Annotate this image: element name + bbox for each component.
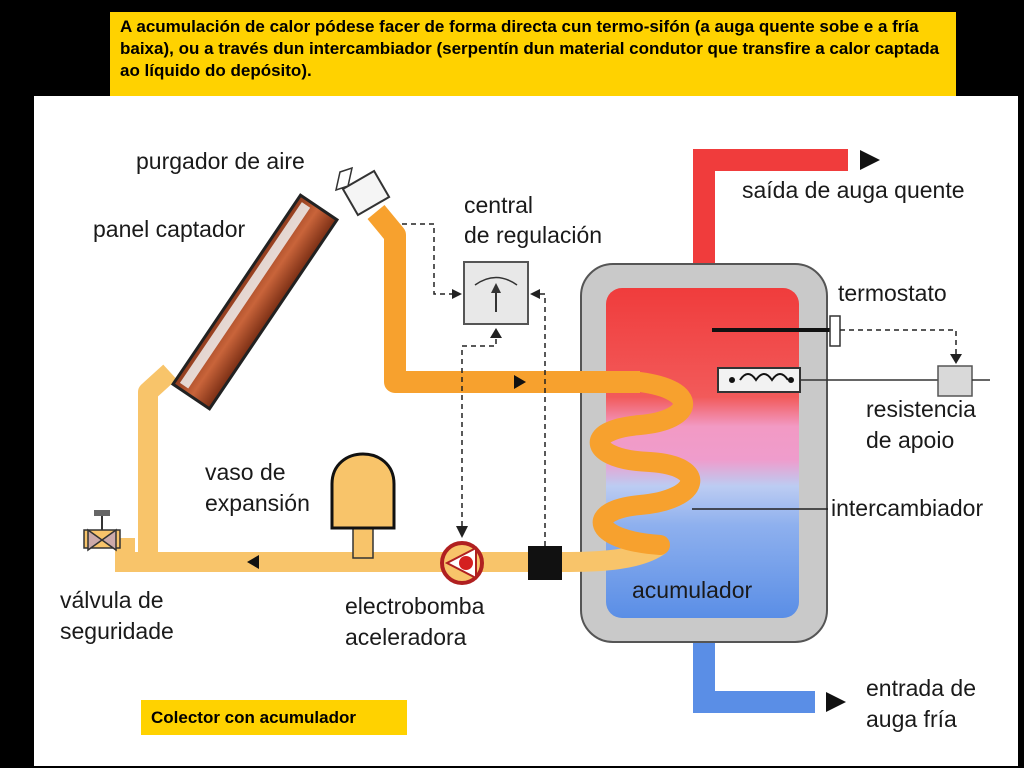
diagram-area — [34, 96, 1018, 766]
flow-arrow-icon — [514, 375, 526, 389]
header-text: A acumulación de calor pódese facer de f… — [120, 17, 940, 80]
label-central-2: de regulación — [464, 222, 603, 248]
label-saida: saída de auga quente — [742, 177, 965, 203]
label-electrobomba-1: electrobomba — [345, 593, 485, 619]
header-banner: A acumulación de calor pódese facer de f… — [110, 12, 956, 96]
control-wire-pump — [461, 330, 497, 530]
control-wire-panel — [402, 223, 458, 295]
solar-panel — [170, 193, 340, 411]
heater-coil-icon — [739, 373, 789, 382]
return-pipe — [115, 536, 666, 572]
label-entrada-2: auga fría — [866, 706, 957, 732]
cold-water-inlet-pipe — [693, 630, 815, 713]
thermostat-wire — [840, 329, 957, 358]
label-termostato: termostato — [838, 280, 947, 306]
hot-water-outlet-pipe — [693, 149, 848, 290]
heater-relay-box — [937, 365, 973, 397]
expansion-vessel-neck — [352, 527, 374, 559]
control-wire-sensor — [534, 293, 546, 546]
wire-arrow-icon — [530, 289, 540, 299]
wire-arrow-icon — [490, 328, 502, 338]
caption-box: Colector con acumulador — [141, 700, 407, 735]
label-purgador: purgador de aire — [136, 148, 305, 174]
heat-exchanger-coil — [590, 372, 701, 555]
label-vaso-1: vaso de — [205, 459, 286, 485]
wire-arrow-icon — [452, 289, 462, 299]
label-entrada-1: entrada de — [866, 675, 976, 701]
label-electrobomba-2: aceleradora — [345, 624, 467, 650]
wire-arrow-icon — [950, 354, 962, 364]
label-vaso-2: expansión — [205, 490, 310, 516]
label-intercambiador: intercambiador — [831, 495, 984, 521]
label-resistencia-2: de apoio — [866, 427, 955, 453]
safety-valve — [83, 510, 121, 552]
sensor-box — [528, 546, 562, 580]
thermostat-head — [829, 315, 841, 347]
electric-pump — [440, 541, 484, 585]
label-valvula-1: válvula de — [60, 587, 164, 613]
label-panel-captador: panel captador — [93, 216, 246, 242]
air-purger — [334, 166, 391, 217]
control-unit — [463, 261, 529, 325]
hot-outlet-arrow-icon — [860, 150, 880, 170]
wire-arrow-icon — [456, 526, 468, 538]
return-riser-pipe — [138, 364, 177, 558]
label-valvula-2: seguridade — [60, 618, 174, 644]
label-resistencia-1: resistencia — [866, 396, 976, 422]
flow-arrow-icon — [247, 555, 259, 569]
expansion-vessel — [330, 452, 396, 530]
label-acumulador: acumulador — [632, 577, 753, 603]
cold-inlet-arrow-icon — [826, 692, 846, 712]
label-central-1: central — [464, 192, 534, 218]
